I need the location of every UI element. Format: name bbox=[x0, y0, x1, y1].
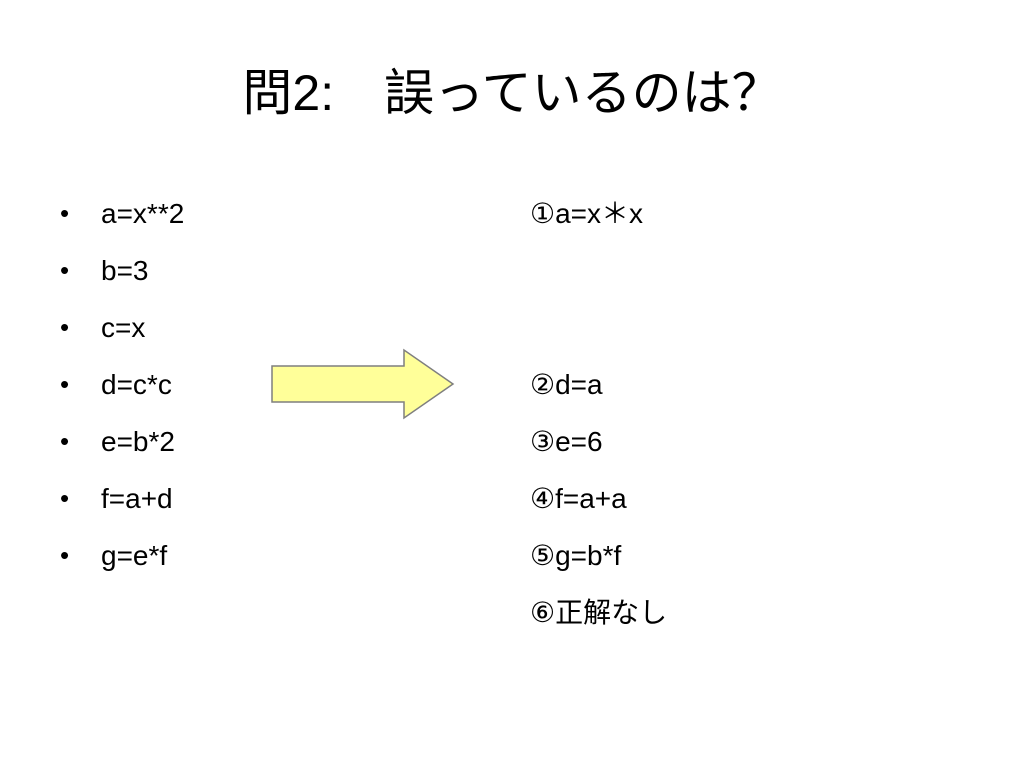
answer-option[interactable]: ①a=x＊x bbox=[530, 198, 644, 229]
code-line: • c=x bbox=[60, 299, 184, 356]
code-line-text: a=x**2 bbox=[101, 198, 185, 229]
answer-option[interactable]: ②d=a bbox=[530, 369, 603, 400]
right-arrow-icon bbox=[271, 348, 455, 420]
bullet-dot: • bbox=[60, 540, 70, 570]
code-line-text: d=c*c bbox=[101, 369, 172, 400]
arrow-shape bbox=[271, 348, 455, 420]
answer-option[interactable]: ⑥正解なし bbox=[530, 597, 668, 628]
bullet-dot: • bbox=[60, 426, 70, 456]
bullet-dot: • bbox=[60, 483, 70, 513]
bullet-dot: • bbox=[60, 369, 70, 399]
code-line-list: • a=x**2 • b=3 • c=x • d=c*c • e=b*2 • f=a+d •… bbox=[60, 185, 184, 584]
bullet-dot: • bbox=[60, 312, 70, 342]
code-line: • g=e*f bbox=[60, 527, 184, 584]
code-line: • a=x**2 bbox=[60, 185, 184, 242]
bullet-dot: • bbox=[60, 198, 70, 228]
answer-option[interactable]: ③e=6 bbox=[530, 426, 603, 457]
code-line: • b=3 bbox=[60, 242, 184, 299]
code-line-text: c=x bbox=[101, 312, 146, 343]
code-line-text: e=b*2 bbox=[101, 426, 175, 457]
answer-option[interactable]: ⑤g=b*f bbox=[530, 540, 622, 571]
code-line-text: g=e*f bbox=[101, 540, 168, 571]
code-line: • f=a+d bbox=[60, 470, 184, 527]
code-line-text: b=3 bbox=[101, 255, 149, 286]
code-line: • e=b*2 bbox=[60, 413, 184, 470]
code-line: • d=c*c bbox=[60, 356, 184, 413]
bullet-dot: • bbox=[60, 255, 70, 285]
code-line-text: f=a+d bbox=[101, 483, 173, 514]
slide-title: 問2: 誤っているのは？ bbox=[242, 65, 782, 121]
answer-option[interactable]: ④f=a+a bbox=[530, 483, 627, 514]
